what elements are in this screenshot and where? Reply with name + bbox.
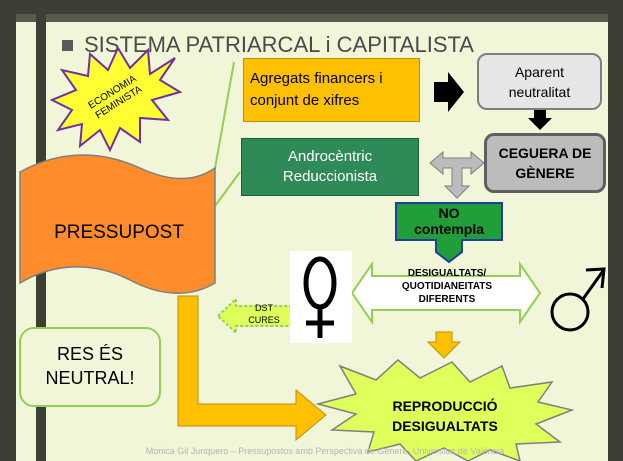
res-es-neutral-box [19,327,161,407]
left-frame-bar [0,0,16,461]
reproduccio-burst [315,359,575,461]
androcentric-line-2: Reduccionista [282,168,378,185]
top-inner-bar [16,14,608,22]
arrow-right-icon [434,72,464,112]
androcentric-box: Androcèntric Reduccionista [241,138,419,196]
desigualtats-line-2: QUOTIDIANEITATS [401,281,493,292]
contempla-label: contempla [413,221,484,237]
ceguera-genere-box: CEGUERA DE GÈNERE [484,133,606,193]
desigualtats-line-3: DIFERENTS [418,294,476,305]
reproduccio-line-2: DESIGUALTATS [392,418,498,434]
economia-feminista-star [49,45,183,153]
dst-cures-label: DST CURES [236,302,292,326]
t-arrow-icon [429,150,485,199]
reproduccio-line-1: REPRODUCCIÓ [392,398,498,414]
agregats-box: Agregats financers i conjunt de xifres [243,58,420,122]
no-contempla-arrow [395,202,503,264]
res-es-neutral-label: RES ÉS NEUTRAL! [20,342,160,390]
right-frame-bar [608,0,623,461]
ceguera-line-2: GÈNERE [515,165,575,181]
desigualtats-line-1: DESIGUALTATS/ [407,268,487,279]
ceguera-line-1: CEGUERA DE [498,145,592,161]
male-symbol-icon [550,292,590,332]
desigualtats-label: DESIGUALTATS/ QUOTIDIANEITATS DIFERENTS [374,267,520,306]
no-label: NO [438,205,460,221]
aparent-line-1: Aparent [514,63,565,80]
arrow-down-icon [528,109,552,130]
gold-down-arrow [426,331,462,359]
cures-label: CURES [248,315,280,325]
dst-cures-double-arrow [216,296,312,336]
title-bullet [62,40,73,51]
connector-line-agregats [211,61,235,186]
res-es-label: RES ÉS [56,344,124,364]
top-frame-bar [0,0,623,14]
footer-text: Monica Gil Junquero – Pressupostos amb P… [145,446,505,456]
agregats-line-1: Agregats financers i [250,70,383,87]
androcentric-line-1: Androcèntric [287,148,373,165]
connector-line-androcentric [211,171,241,211]
pressupost-label: PRESSUPOST [54,222,184,243]
aparent-neutralitat-box: Aparent neutralitat [477,53,602,110]
neutral-label: NEUTRAL! [45,368,135,388]
reproduccio-label: REPRODUCCIÓ DESIGUALTATS [380,396,510,436]
aparent-line-2: neutralitat [508,83,571,100]
dst-label: DST [255,303,273,313]
pressupost-flag [19,154,216,294]
desigualtats-double-arrow [350,260,542,326]
gold-bent-arrow [177,295,327,442]
no-contempla-label: NO contempla [396,205,502,237]
agregats-line-2: conjunt de xifres [250,92,360,109]
